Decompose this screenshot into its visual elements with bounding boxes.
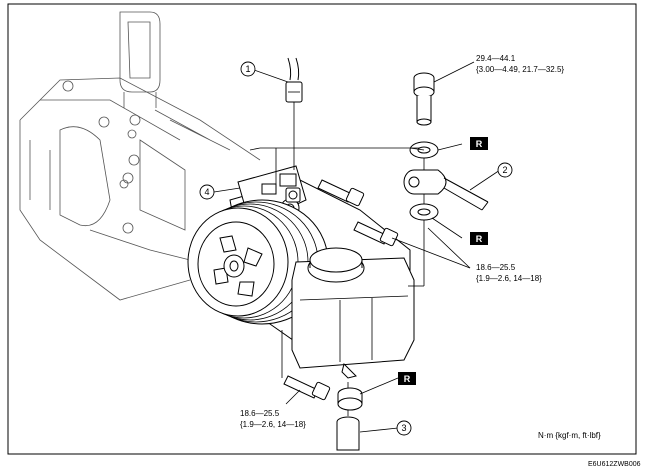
- svg-text:R: R: [476, 234, 483, 244]
- union-bolt: [413, 72, 435, 126]
- svg-text:2: 2: [502, 165, 507, 175]
- svg-text:18.6—25.5: 18.6—25.5: [240, 409, 280, 418]
- svg-text:4: 4: [204, 187, 209, 197]
- torque-spec-bottom-left: 18.6—25.5 {1.9—2.6, 14—18}: [240, 409, 306, 429]
- svg-text:3: 3: [401, 423, 406, 433]
- callout-4: 4: [199, 184, 215, 200]
- replace-mark-middle: R: [470, 232, 488, 245]
- svg-text:18.6—25.5: 18.6—25.5: [476, 263, 516, 272]
- svg-text:R: R: [476, 139, 483, 149]
- power-steering-pump: [187, 165, 415, 379]
- replace-mark-lower: R: [398, 372, 416, 385]
- mounting-bolt-upper: [317, 179, 365, 207]
- washer-lower: [409, 203, 439, 221]
- torque-spec-top-right: 29.4—44.1 {3.00—4.49, 21.7—32.5}: [476, 54, 564, 74]
- engine-block: [19, 11, 261, 301]
- part-2-pressure-pipe: [403, 169, 489, 211]
- svg-text:{3.00—4.49, 21.7—32.5}: {3.00—4.49, 21.7—32.5}: [476, 65, 564, 74]
- hose-clamp: [337, 387, 363, 411]
- torque-spec-middle-right: 18.6—25.5 {1.9—2.6, 14—18}: [476, 263, 542, 283]
- units-note: N·m {kgf·m, ft·lbf}: [538, 431, 601, 440]
- switch-assembly: [285, 187, 301, 203]
- svg-text:1: 1: [245, 64, 250, 74]
- svg-text:R: R: [404, 374, 411, 384]
- part-3-return-hose: [336, 416, 360, 451]
- callout-2: 2: [497, 162, 513, 178]
- svg-text:29.4—44.1: 29.4—44.1: [476, 54, 516, 63]
- mounting-bolt-middle: [353, 221, 399, 247]
- callout-3: 3: [396, 420, 412, 436]
- diagram-border: [7, 3, 637, 455]
- callout-1: 1: [240, 61, 256, 77]
- svg-text:{1.9—2.6, 14—18}: {1.9—2.6, 14—18}: [476, 274, 542, 283]
- replace-mark-upper: R: [470, 137, 488, 150]
- part-1-connector: [285, 57, 303, 170]
- leader-lines: [213, 61, 501, 433]
- mounting-bolt-lower: [283, 375, 331, 401]
- svg-text:{1.9—2.6, 14—18}: {1.9—2.6, 14—18}: [240, 420, 306, 429]
- figure-code: E6U612ZWB006: [588, 461, 641, 468]
